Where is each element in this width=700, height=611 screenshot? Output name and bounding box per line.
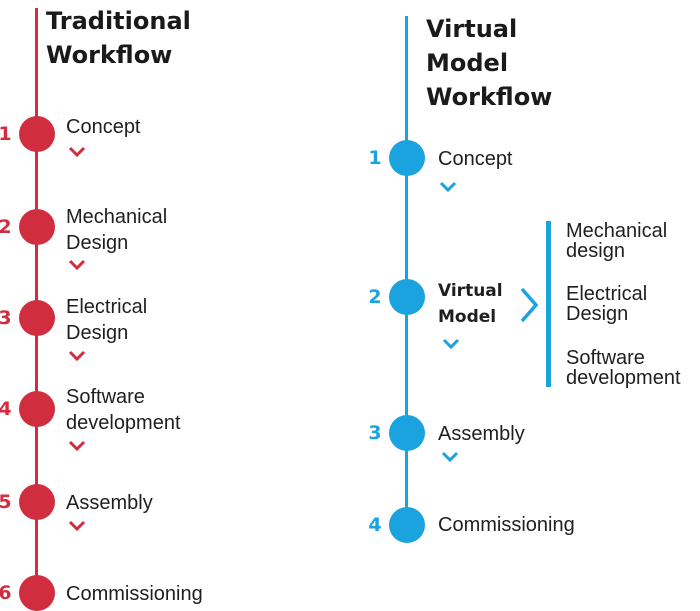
traditional-step-5-label: Assembly <box>66 492 153 514</box>
chevron-down-icon <box>68 520 86 532</box>
traditional-step-2-number: 2 <box>0 216 12 238</box>
virtual-step-1-node <box>389 140 425 176</box>
traditional-step-5-number: 5 <box>0 491 12 513</box>
virtual-step-1-number: 1 <box>368 147 382 169</box>
traditional-step-4-label: Software development <box>66 386 181 434</box>
chevron-down-icon <box>68 440 86 452</box>
virtual-step-4-number: 4 <box>368 514 382 536</box>
traditional-step-1-label: Concept <box>66 116 141 138</box>
virtual-step-4-node <box>389 507 425 543</box>
virtual-step-2-node <box>389 279 425 315</box>
traditional-step-4-number: 4 <box>0 398 12 420</box>
chevron-right-icon <box>520 287 539 323</box>
virtual-step-1-label: Concept <box>438 148 513 170</box>
traditional-step-4-node <box>19 391 55 427</box>
virtual-step-4-label: Commissioning <box>438 514 575 536</box>
traditional-step-3-number: 3 <box>0 307 12 329</box>
traditional-workflow-title: Traditional Workflow <box>46 7 191 69</box>
virtual-model-components-bar <box>546 221 551 387</box>
virtual-workflow-title: Virtual Model Workflow <box>426 15 553 111</box>
virtual-step-2-number: 2 <box>368 286 382 308</box>
virtual-step-2-label: Virtual Model <box>438 281 503 327</box>
virtual-step-3-number: 3 <box>368 422 382 444</box>
traditional-step-6-node <box>19 575 55 611</box>
traditional-step-1-node <box>19 116 55 152</box>
chevron-down-icon <box>442 338 460 350</box>
virtual-step-3-node <box>389 415 425 451</box>
chevron-down-icon <box>68 259 86 271</box>
traditional-step-1-number: 1 <box>0 123 12 145</box>
chevron-down-icon <box>68 350 86 362</box>
traditional-step-3-node <box>19 300 55 336</box>
traditional-step-2-label: Mechanical Design <box>66 206 168 254</box>
virtual-timeline-line <box>405 16 408 526</box>
virtual-model-component-mechanical: Mechanical design <box>566 220 668 262</box>
traditional-step-5-node <box>19 484 55 520</box>
virtual-step-3-label: Assembly <box>438 423 525 445</box>
chevron-down-icon <box>439 181 457 193</box>
traditional-step-2-node <box>19 209 55 245</box>
traditional-step-6-label: Commissioning <box>66 583 203 605</box>
chevron-down-icon <box>441 451 459 463</box>
traditional-step-3-label: Electrical Design <box>66 296 148 344</box>
virtual-model-component-software: Software development <box>566 347 681 389</box>
virtual-model-component-electrical: Electrical Design <box>566 283 648 325</box>
chevron-down-icon <box>68 146 86 158</box>
traditional-step-6-number: 6 <box>0 582 12 604</box>
